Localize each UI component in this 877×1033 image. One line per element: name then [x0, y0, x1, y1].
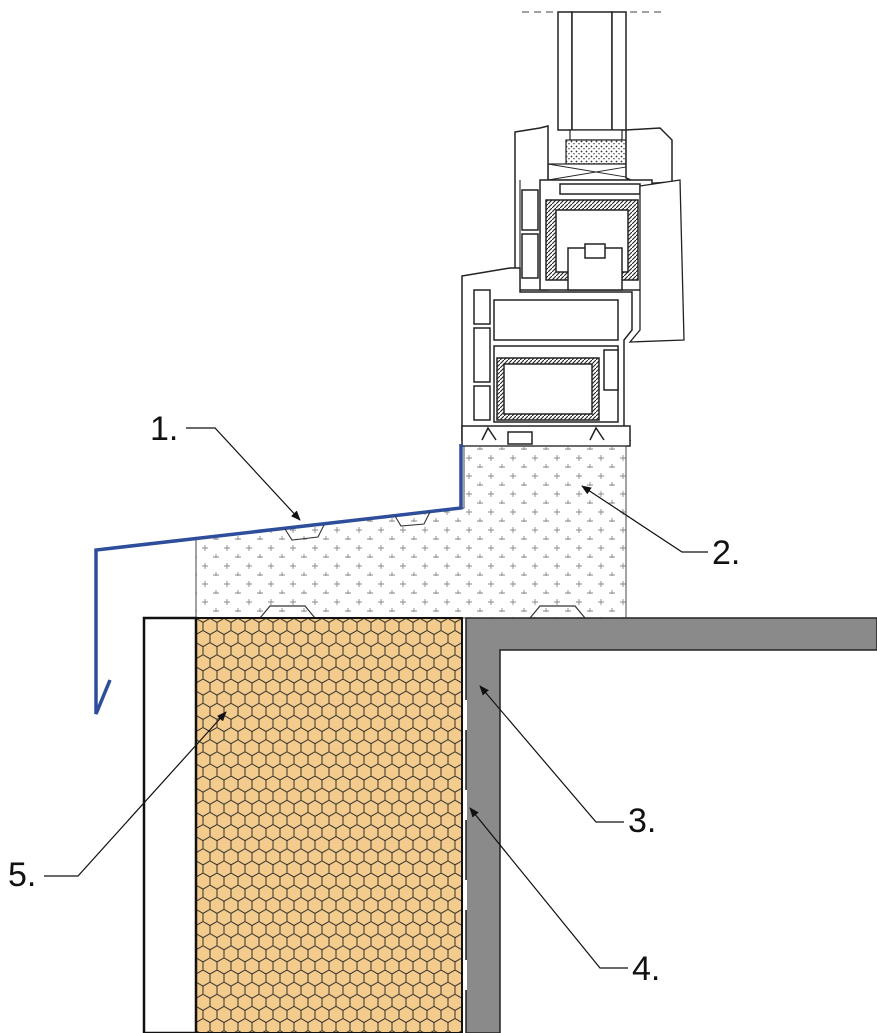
- callout-4-label: 4.: [632, 950, 660, 988]
- facade-insulation: [195, 617, 463, 1033]
- callout-4: 4.: [469, 807, 660, 988]
- callout-5: 5.: [8, 711, 227, 894]
- window-frame-profile: [461, 267, 633, 447]
- glazing-unit: [522, 11, 665, 181]
- callout-3-label: 3.: [628, 802, 656, 840]
- callout-2-label: 2.: [712, 534, 740, 572]
- render-layer: [142, 616, 198, 1033]
- callout-5-label: 5.: [8, 856, 36, 894]
- masonry-wall: [465, 617, 877, 1033]
- callout-2: 2.: [581, 485, 740, 572]
- callout-3: 3.: [479, 685, 656, 840]
- adhesive-layer: [462, 700, 467, 990]
- callout-1-label: 1.: [150, 410, 178, 448]
- callout-1: 1.: [150, 410, 301, 521]
- window-sash-profile: [514, 125, 685, 343]
- sill-flashing: [94, 444, 463, 715]
